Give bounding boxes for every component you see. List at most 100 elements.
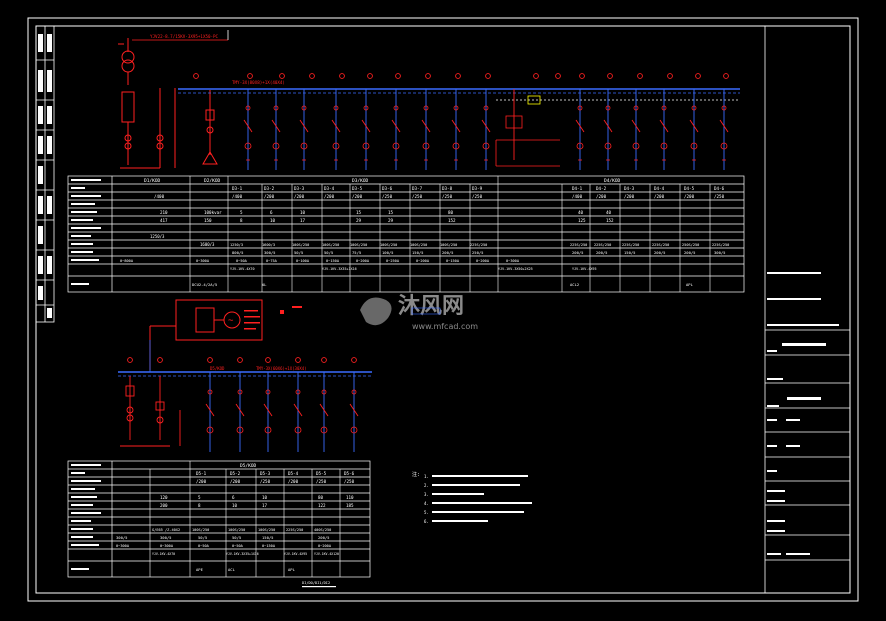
note-item-text bbox=[432, 511, 524, 513]
bottom-circuit-id: D5-3 bbox=[260, 471, 271, 476]
top-breaker: 100S/250 bbox=[440, 243, 457, 247]
top-bus-marker bbox=[367, 73, 373, 79]
top-circuit-id: D4-6 bbox=[714, 186, 725, 191]
top-current: 29 bbox=[388, 218, 394, 223]
bottom-meter: 0~300A bbox=[160, 544, 174, 548]
top-meter: 0~100A bbox=[296, 259, 310, 263]
top-current: 152 bbox=[448, 218, 456, 223]
bottom-feeder bbox=[349, 372, 359, 452]
bottom-current: 10 bbox=[232, 503, 238, 508]
bottom-bus-marker bbox=[295, 357, 301, 363]
bottom-capacity: 80 bbox=[318, 495, 324, 500]
top-bus-marker bbox=[667, 73, 673, 79]
top-bus-marker bbox=[193, 73, 199, 79]
top-breaker: 100S/250 bbox=[322, 243, 339, 247]
top-meter: 0~200A bbox=[356, 259, 370, 263]
top-table-left-labels bbox=[71, 179, 101, 285]
note-item-number: 5. bbox=[424, 510, 429, 515]
top-ct-ratio: 200/5 bbox=[442, 250, 453, 255]
bottom-capacity: 10 bbox=[262, 495, 268, 500]
top-feeder bbox=[299, 89, 309, 170]
top-ct-ratio: 75/5 bbox=[352, 250, 361, 255]
bottom-rating: /200 bbox=[230, 479, 241, 484]
top-note: ACL2 bbox=[570, 282, 579, 287]
top-meter: 0~150A bbox=[326, 259, 340, 263]
left-stamp-text-marks bbox=[38, 34, 52, 318]
bottom-bus-marker bbox=[157, 357, 163, 363]
top-current: 17 bbox=[300, 218, 306, 223]
top-bus-marker bbox=[485, 73, 491, 79]
top-cable: YJV-1KV-4X95 bbox=[572, 267, 597, 271]
bottom-feeder bbox=[205, 372, 215, 452]
top-circuit-id: D3-3 bbox=[294, 186, 305, 191]
incoming-cable-label: YJV22-8.7/15KV-3X95+1X50-PC bbox=[150, 34, 219, 39]
top-rating: /250 bbox=[382, 194, 393, 199]
top-feeder bbox=[361, 89, 371, 170]
top-current: 10 bbox=[270, 218, 276, 223]
note-item-text bbox=[432, 502, 532, 504]
left-stamp-block bbox=[35, 25, 55, 323]
top-schedule-table bbox=[67, 175, 745, 293]
top-bus-marker bbox=[339, 73, 345, 79]
top-capacity: 40 bbox=[578, 210, 584, 215]
bottom-current: 8 bbox=[198, 503, 201, 508]
top-feeder bbox=[481, 89, 491, 170]
top-bus-marker bbox=[579, 73, 585, 79]
top-breaker: 100S/250 bbox=[380, 243, 397, 247]
top-meter: 0~200A bbox=[416, 259, 430, 263]
top-current: 125 bbox=[578, 218, 586, 223]
bottom-bus-marker bbox=[321, 357, 327, 363]
top-circuit-id: D4-3 bbox=[624, 186, 635, 191]
top-meter: 0~75A bbox=[266, 259, 278, 263]
bottom-breaker: 225S/250 bbox=[286, 528, 303, 532]
bottom-capacity: 6 bbox=[232, 495, 235, 500]
top-table-values: D3-1/4001250/3800/5D3-2/2001600/3300/5D3… bbox=[120, 186, 729, 287]
bottom-circuit-id: D5-1 bbox=[196, 471, 207, 476]
title-block-text-marks bbox=[767, 272, 839, 555]
bottom-ct-ratio: 300/5 bbox=[160, 535, 171, 540]
bottom-meter: 0~150A bbox=[262, 544, 276, 548]
bottom-bus-markers bbox=[127, 357, 357, 363]
top-meter: 0~300A bbox=[196, 259, 210, 263]
top-meter: 0~800A bbox=[120, 259, 134, 263]
bottom-bus-marker bbox=[351, 357, 357, 363]
gen-symbol: ~ bbox=[228, 316, 234, 326]
note-item-number: 3. bbox=[424, 492, 429, 497]
top-circuit-id: D3-9 bbox=[472, 186, 483, 191]
title-block bbox=[764, 26, 850, 593]
top-breaker: 100S/250 bbox=[410, 243, 427, 247]
incoming-transformer bbox=[118, 38, 176, 169]
note-item-text bbox=[432, 493, 484, 495]
note-item-number: 6. bbox=[424, 519, 429, 524]
top-note: APL bbox=[686, 282, 694, 287]
top-feeder bbox=[719, 89, 729, 170]
top-bus-marker bbox=[637, 73, 643, 79]
top-bus-label: TMY-3X(80X8)+1X(40X4) bbox=[232, 80, 285, 85]
top-breaker: 100S/250 bbox=[350, 243, 367, 247]
bottom-breaker: 100S/250 bbox=[192, 528, 209, 532]
top-header-d4: D4/KOD bbox=[604, 178, 621, 184]
note-item-number: 4. bbox=[424, 501, 429, 506]
top-breaker: 225S/250 bbox=[470, 243, 487, 247]
bottom-feeder bbox=[235, 372, 245, 452]
notes-heading: 注: bbox=[412, 471, 420, 478]
top-rating: /200 bbox=[352, 194, 363, 199]
top-rating: /400 bbox=[232, 194, 243, 199]
top-busbar bbox=[178, 88, 740, 105]
bottom-header-d5: D5/KOD bbox=[240, 463, 257, 469]
top-meter: 0~200A bbox=[476, 259, 490, 263]
bottom-rating: /200 bbox=[196, 479, 207, 484]
top-circuit-id: D4-4 bbox=[654, 186, 665, 191]
top-ct-ratio: 200/5 bbox=[654, 250, 665, 255]
top-ct-ratio: 800/5 bbox=[232, 250, 243, 255]
top-breaker: 100S/250 bbox=[292, 243, 309, 247]
bottom-circuit-id: D5-2 bbox=[230, 471, 241, 476]
top-feeder bbox=[659, 89, 669, 170]
top-feeder bbox=[603, 89, 613, 170]
bottom-rating: /250 bbox=[260, 479, 271, 484]
gen-title-marks bbox=[280, 306, 302, 314]
top-meter: 0~250A bbox=[386, 259, 400, 263]
bottom-cable: YJV-1KV-4X120 bbox=[314, 552, 339, 556]
top-circuit-id: D3-6 bbox=[382, 186, 393, 191]
